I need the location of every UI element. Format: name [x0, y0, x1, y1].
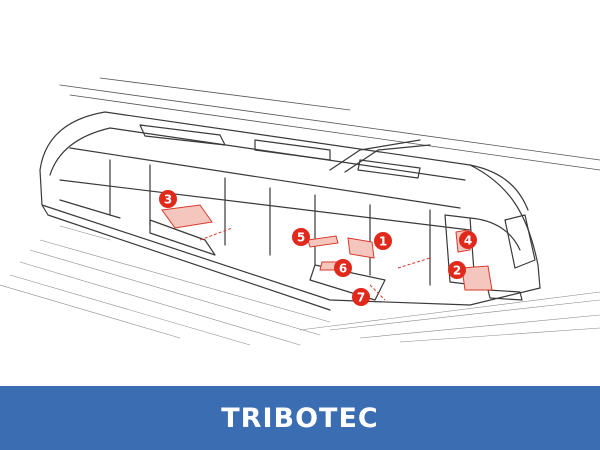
marker-6-label: 6	[339, 262, 347, 276]
marker-7[interactable]: 7	[352, 288, 370, 306]
marker-4-label: 4	[464, 234, 472, 248]
marker-4[interactable]: 4	[459, 231, 477, 249]
marker-1[interactable]: 1	[374, 232, 392, 250]
marker-7-label: 7	[357, 291, 365, 305]
tram-sketch: 1 2 3 4 5 6 7	[0, 77, 600, 346]
brand-banner: TRIBOTEC	[0, 386, 600, 450]
marker-6[interactable]: 6	[334, 259, 352, 277]
ground-hatching	[0, 225, 600, 346]
marker-1-label: 1	[379, 235, 387, 249]
marker-5[interactable]: 5	[292, 228, 310, 246]
marker-2[interactable]: 2	[448, 261, 466, 279]
marker-3-label: 3	[164, 193, 172, 207]
tram-body	[39, 111, 541, 311]
marker-2-label: 2	[453, 264, 461, 278]
marker-3[interactable]: 3	[159, 190, 177, 208]
overhead-wires	[59, 77, 600, 171]
banner-title: TRIBOTEC	[221, 402, 379, 434]
marker-5-label: 5	[297, 231, 305, 245]
